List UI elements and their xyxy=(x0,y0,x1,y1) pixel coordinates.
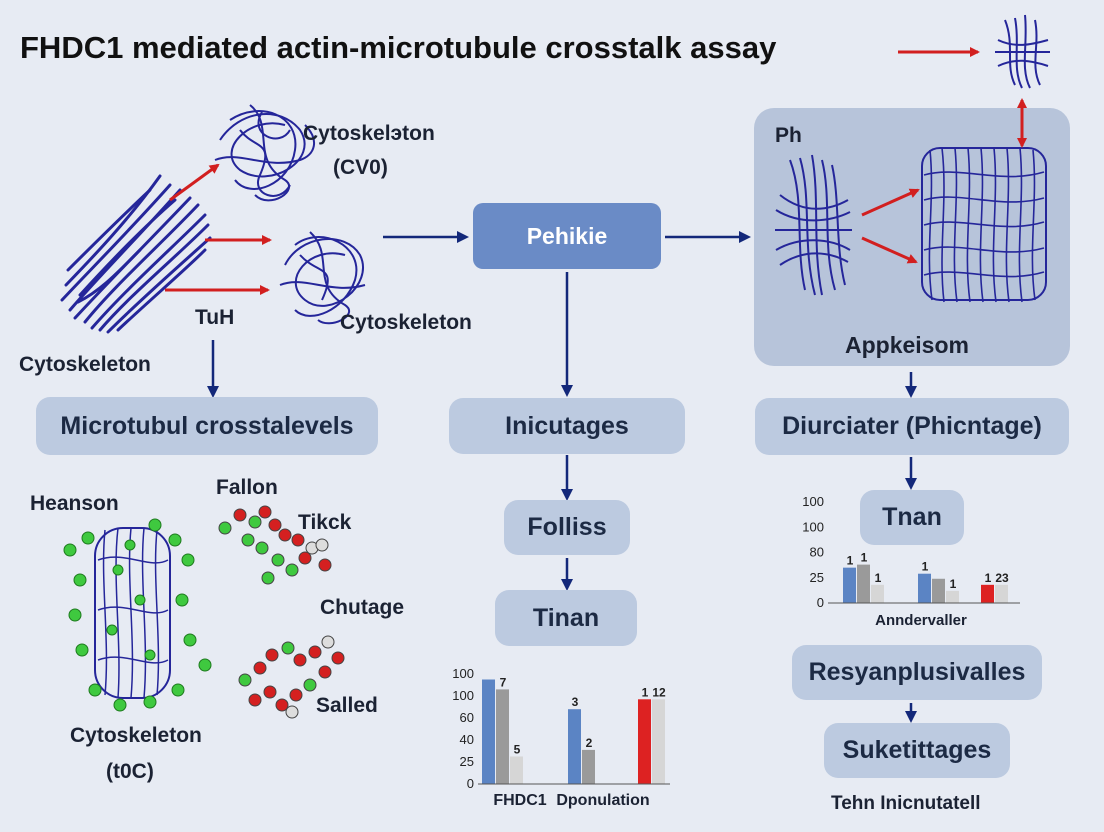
panel-label-appkeisom: Appkeisom xyxy=(845,332,969,358)
data-label: 1 xyxy=(985,571,992,585)
data-label: 5 xyxy=(514,743,521,757)
bar xyxy=(568,709,581,784)
label-cv0: (CV0) xyxy=(333,156,388,179)
bar xyxy=(652,699,665,784)
data-label: 23 xyxy=(995,571,1009,585)
panel-label-ph: Ph xyxy=(775,124,802,147)
y-tick-label: 100 xyxy=(452,666,474,681)
filament-cluster-icon xyxy=(775,154,852,296)
bar xyxy=(582,749,595,784)
data-label: 1 xyxy=(642,685,649,699)
data-label: 1 xyxy=(922,560,929,574)
label-tuh: TuH xyxy=(195,306,235,329)
label-cytoskeleton-mid: Cytoskeleton xyxy=(340,311,472,334)
y-tick-label: 25 xyxy=(810,570,824,585)
bead-decorated-bundle-icon xyxy=(63,518,212,712)
data-label: 2 xyxy=(586,736,593,750)
label-cytoskeleton-cv0: Cytoskelэton xyxy=(303,122,435,145)
bar xyxy=(510,756,523,784)
bar xyxy=(638,699,651,784)
bar xyxy=(932,578,945,603)
x-category-label: Dponulation xyxy=(556,792,649,809)
y-tick-label: 25 xyxy=(460,754,474,769)
dense-filament-bundle-icon xyxy=(921,147,1047,303)
tinan-box: Tinan xyxy=(495,590,637,646)
suketittages-box: Suketittages xyxy=(824,723,1010,778)
y-tick-label: 0 xyxy=(817,595,824,610)
label-cytoskeleton-bottom: Cytoskeleton xyxy=(70,724,202,747)
inicutages-box: Inicutages xyxy=(449,398,685,454)
x-category-label: FHDC1 xyxy=(493,792,546,809)
data-label: 1 xyxy=(861,551,868,565)
y-tick-label: 40 xyxy=(460,732,474,747)
label-t0c: (t0C) xyxy=(106,760,154,783)
bead-chain-icon xyxy=(238,635,345,719)
red-arrows xyxy=(165,47,1027,295)
tnan-box: Tnan xyxy=(860,490,964,545)
data-label: 3 xyxy=(572,695,579,709)
label-tikck: Tikck xyxy=(298,511,352,534)
bar xyxy=(918,573,931,603)
bar xyxy=(981,584,994,603)
tangled-network-icon xyxy=(279,231,366,325)
folliss-box: Folliss xyxy=(504,500,630,555)
y-tick-label: 80 xyxy=(810,545,824,560)
pehikie-box: Pehikie xyxy=(473,203,661,269)
page-title: FHDC1 mediated actin-microtubule crossta… xyxy=(20,30,777,65)
bar xyxy=(857,564,870,603)
y-tick-label: 0 xyxy=(467,776,474,791)
bar xyxy=(946,590,959,603)
navy-arrows xyxy=(207,231,917,723)
bead-chain-icon xyxy=(218,505,332,585)
microtubule-crosstalk-box: Microtubul crosstalevels xyxy=(36,397,378,455)
data-label: 1 xyxy=(875,571,882,585)
bar xyxy=(496,689,509,784)
x-axis-label: Anndervaller xyxy=(875,612,967,629)
y-tick-label: 60 xyxy=(460,710,474,725)
y-tick-label: 100 xyxy=(452,688,474,703)
bar xyxy=(995,584,1008,603)
diurciater-box: Diurciater (Phicntage) xyxy=(755,398,1069,455)
label-salled: Salled xyxy=(316,694,378,717)
tangled-network-icon xyxy=(214,104,315,202)
label-heanson: Heanson xyxy=(30,492,119,515)
bar xyxy=(871,584,884,603)
filament-cluster-icon xyxy=(995,14,1050,89)
footer-label: Tehn Inicnutatell xyxy=(831,793,981,814)
filament-bundle-icon xyxy=(60,174,212,334)
label-fallon: Fallon xyxy=(216,476,278,499)
bar xyxy=(482,679,495,784)
data-label: 1 xyxy=(950,577,957,591)
label-chutage: Chutage xyxy=(320,596,404,619)
data-label: 7 xyxy=(500,675,507,689)
data-label: 12 xyxy=(652,685,666,699)
y-tick-label: 100 xyxy=(802,519,824,534)
y-tick-label: 100 xyxy=(802,494,824,509)
data-label: 1 xyxy=(847,554,854,568)
bar xyxy=(843,567,856,603)
resyanplusivalles-box: Resyanplusivalles xyxy=(792,645,1042,700)
label-cytoskeleton-left: Cytoskeleton xyxy=(19,353,151,376)
